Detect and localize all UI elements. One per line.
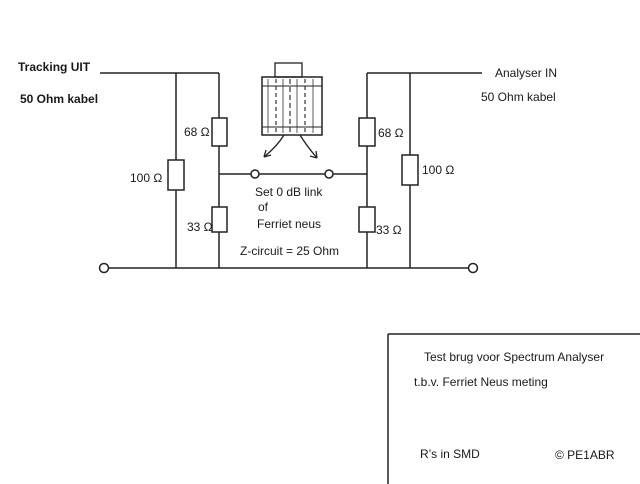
link-note-line2: of bbox=[258, 200, 269, 214]
resistor-right-shunt-label: 100 Ω bbox=[422, 163, 454, 177]
circuit-terminals bbox=[98, 169, 479, 274]
terminal-link-left bbox=[250, 169, 260, 179]
circuit-wires bbox=[100, 72, 482, 269]
resistor-right-top-label: 68 Ω bbox=[378, 126, 404, 140]
title-block-note: R’s in SMD bbox=[420, 447, 480, 461]
link-note-line3: Ferriet neus bbox=[257, 217, 321, 231]
resistor-left-bottom-label: 33 Ω bbox=[187, 220, 213, 234]
z-circuit-label: Z-circuit = 25 Ohm bbox=[240, 244, 339, 258]
resistor-right-bottom-label: 33 Ω bbox=[376, 223, 402, 237]
title-block: Test brug voor Spectrum Analyser t.b.v. … bbox=[387, 333, 640, 484]
title-block-copyright: © PE1ABR bbox=[555, 448, 615, 462]
title-block-line1: Test brug voor Spectrum Analyser bbox=[424, 350, 604, 364]
link-note-line1: Set 0 dB link bbox=[255, 185, 323, 199]
resistor-left-top-label: 68 Ω bbox=[184, 125, 210, 139]
right-port-cable-label: 50 Ohm kabel bbox=[481, 90, 556, 104]
left-port-label: Tracking UIT bbox=[18, 60, 91, 74]
terminal-right-ground bbox=[467, 262, 479, 274]
resistor-left-top bbox=[211, 117, 228, 147]
resistor-right-top bbox=[358, 117, 376, 147]
terminal-link-right bbox=[324, 169, 334, 179]
terminal-left-ground bbox=[98, 262, 110, 274]
resistor-left-shunt bbox=[167, 159, 185, 191]
resistor-right-shunt bbox=[401, 154, 419, 186]
left-port-cable-label: 50 Ohm kabel bbox=[20, 92, 98, 106]
right-port-label: Analyser IN bbox=[495, 66, 557, 80]
resistor-left-bottom bbox=[211, 206, 228, 233]
resistor-left-shunt-label: 100 Ω bbox=[130, 171, 162, 185]
ferrite-core-icon bbox=[261, 62, 323, 159]
resistor-right-bottom bbox=[358, 206, 376, 233]
title-block-line2: t.b.v. Ferriet Neus meting bbox=[414, 375, 548, 389]
